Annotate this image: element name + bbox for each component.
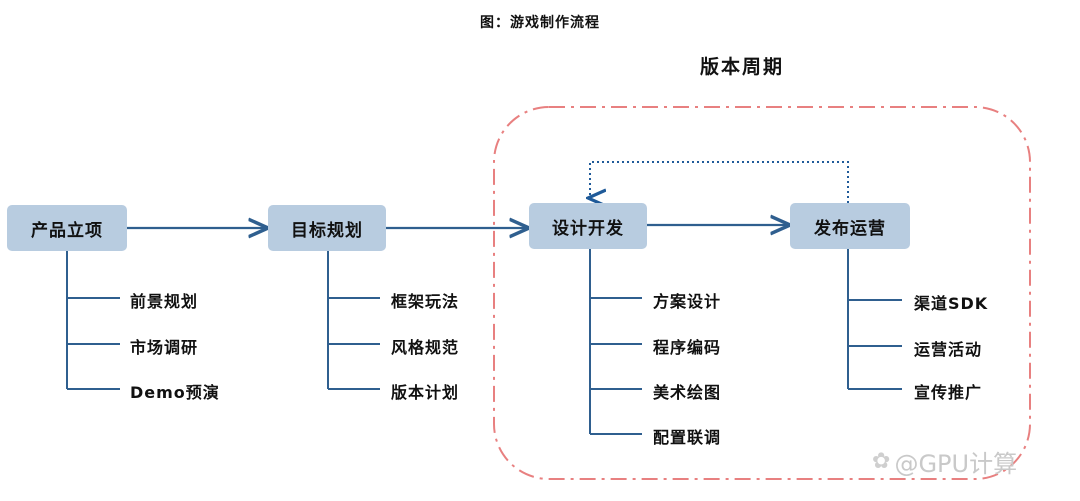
substep-label: 宣传推广: [914, 383, 983, 402]
substep-label: 框架玩法: [391, 292, 460, 311]
watermark-text: @GPU计算: [894, 450, 1018, 478]
substep-label: 配置联调: [653, 428, 722, 447]
stage-label: 目标规划: [291, 220, 363, 241]
paw-logo-icon: ✿: [872, 449, 891, 474]
substep-label: Demo预演: [130, 383, 220, 402]
substep-label: 风格规范: [391, 338, 460, 357]
substep-label: 渠道SDK: [914, 294, 989, 313]
substep-label: 运营活动: [914, 340, 983, 359]
feedback-loop-arrow: [590, 161, 849, 203]
stage4-tree-lines: [847, 249, 902, 390]
version-cycle-boundary: [493, 106, 1031, 480]
watermark: ✿ @GPU计算: [872, 444, 1017, 479]
stage-box-1: 产品立项: [7, 205, 127, 251]
substep-label: 前景规划: [130, 292, 199, 311]
stage-box-4: 发布运营: [790, 203, 910, 249]
stage-label: 设计开发: [552, 218, 624, 239]
substep-label: 方案设计: [653, 292, 722, 311]
stage-box-3: 设计开发: [529, 203, 647, 249]
substep-label: 美术绘图: [653, 383, 722, 402]
version-cycle-title: 版本周期: [700, 56, 785, 78]
figure-caption: 图：游戏制作流程: [480, 15, 600, 31]
stage2-tree-lines: [327, 251, 380, 390]
stage-box-2: 目标规划: [268, 205, 386, 251]
substep-label: 程序编码: [653, 338, 722, 357]
substep-label: 市场调研: [130, 338, 199, 357]
substep-label: 版本计划: [391, 383, 460, 402]
stage-label: 产品立项: [31, 220, 103, 241]
stage1-tree-lines: [66, 251, 120, 390]
stage-label: 发布运营: [814, 218, 886, 239]
stage3-tree-lines: [589, 249, 642, 435]
